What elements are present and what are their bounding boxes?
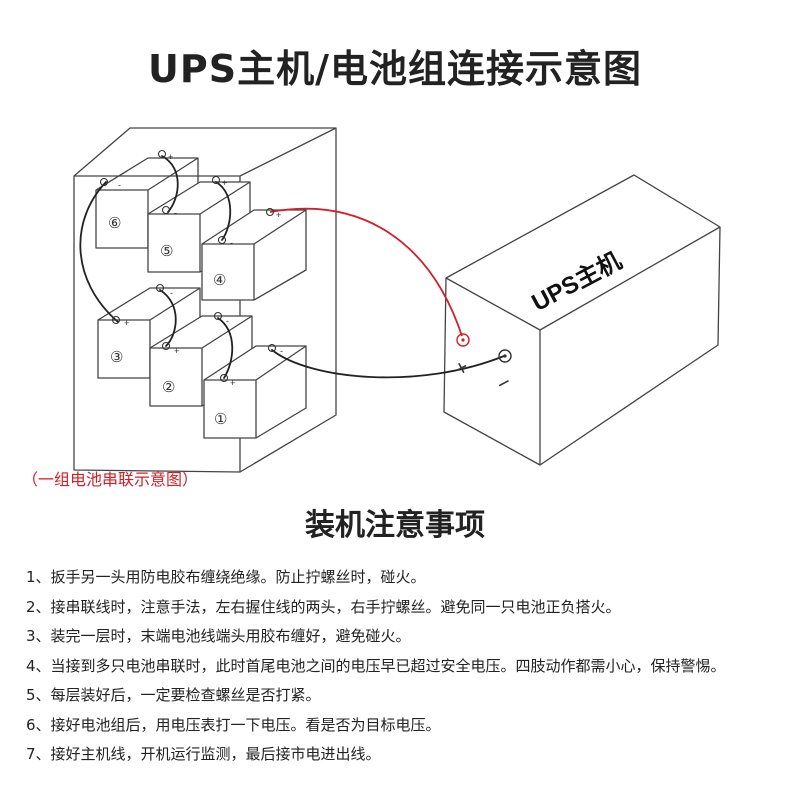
diagram-caption: （一组电池串联示意图）	[22, 470, 199, 489]
note-item: 1、扳手另一头用防电胶布缠绕绝缘。防止拧螺丝时，碰火。	[26, 568, 426, 586]
ups-label: UPS主机	[527, 247, 626, 317]
ups-edges	[445, 226, 721, 465]
note-item: 5、每层装好后，一定要检查螺丝是否打紧。	[26, 686, 321, 704]
battery-6-neg: -	[118, 180, 121, 190]
battery-5-pos: +	[222, 178, 227, 188]
ups-negative-terminal	[498, 349, 512, 363]
notes-list: 1、扳手另一头用防电胶布缠绕绝缘。防止拧螺丝时，碰火。 2、接串联线时，注意手法…	[26, 563, 776, 770]
battery-4-pos: +	[276, 210, 281, 220]
notes-title: 装机注意事项	[305, 508, 485, 543]
battery-3-neg: -	[170, 288, 173, 298]
battery-5-number: ⑤	[160, 243, 173, 260]
wire-6-5	[161, 155, 179, 213]
battery-5-neg: -	[174, 208, 177, 218]
ups-negative-label: −	[492, 369, 515, 397]
battery-3-pos: +	[124, 318, 129, 328]
wire-negative-ups	[271, 349, 505, 379]
battery-2-neg: -	[226, 316, 229, 326]
wire-5-4	[215, 181, 232, 241]
battery-terminals	[99, 149, 277, 383]
page-title: UPS主机/电池组连接示意图	[148, 47, 642, 91]
battery-1-neg: -	[280, 346, 283, 356]
wire-2-1	[217, 317, 234, 379]
battery-2-number: ②	[162, 379, 175, 396]
wire-3-2	[159, 289, 177, 347]
battery-1-number: ①	[214, 411, 227, 428]
ups-host	[443, 174, 721, 466]
cabinet-outline	[73, 127, 337, 473]
ups-outline	[443, 174, 721, 466]
battery-4-number: ④	[213, 272, 226, 289]
ups-positive-terminal	[456, 333, 470, 347]
battery-3-number: ③	[110, 349, 123, 366]
battery-1-pos: +	[230, 378, 235, 388]
battery-6-pos: +	[168, 152, 173, 162]
note-item: 2、接串联线时，注意手法，左右握住线的两头，右手拧螺丝。避免同一只电池正负搭火。	[26, 597, 621, 616]
wire-positive-ups	[269, 207, 463, 337]
note-item: 3、装完一层时，末端电池线端头用胶布缠好，避免碰火。	[26, 627, 411, 645]
wire-6-3	[79, 181, 119, 323]
battery-2-pos: +	[174, 346, 179, 356]
note-item: 4、当接到多只电池串联时，此时首尾电池之间的电压早已超过安全电压。四肢动作都需小…	[26, 656, 726, 675]
battery-4-neg: -	[230, 238, 233, 248]
battery-4	[201, 209, 307, 301]
note-item: 7、接好主机线，开机运行监测，最后接市电进出线。	[26, 745, 381, 763]
note-item: 6、接好电池组后，用电压表打一下电压。看是否为目标电压。	[26, 715, 441, 734]
battery-6-number: ⑥	[108, 215, 121, 232]
